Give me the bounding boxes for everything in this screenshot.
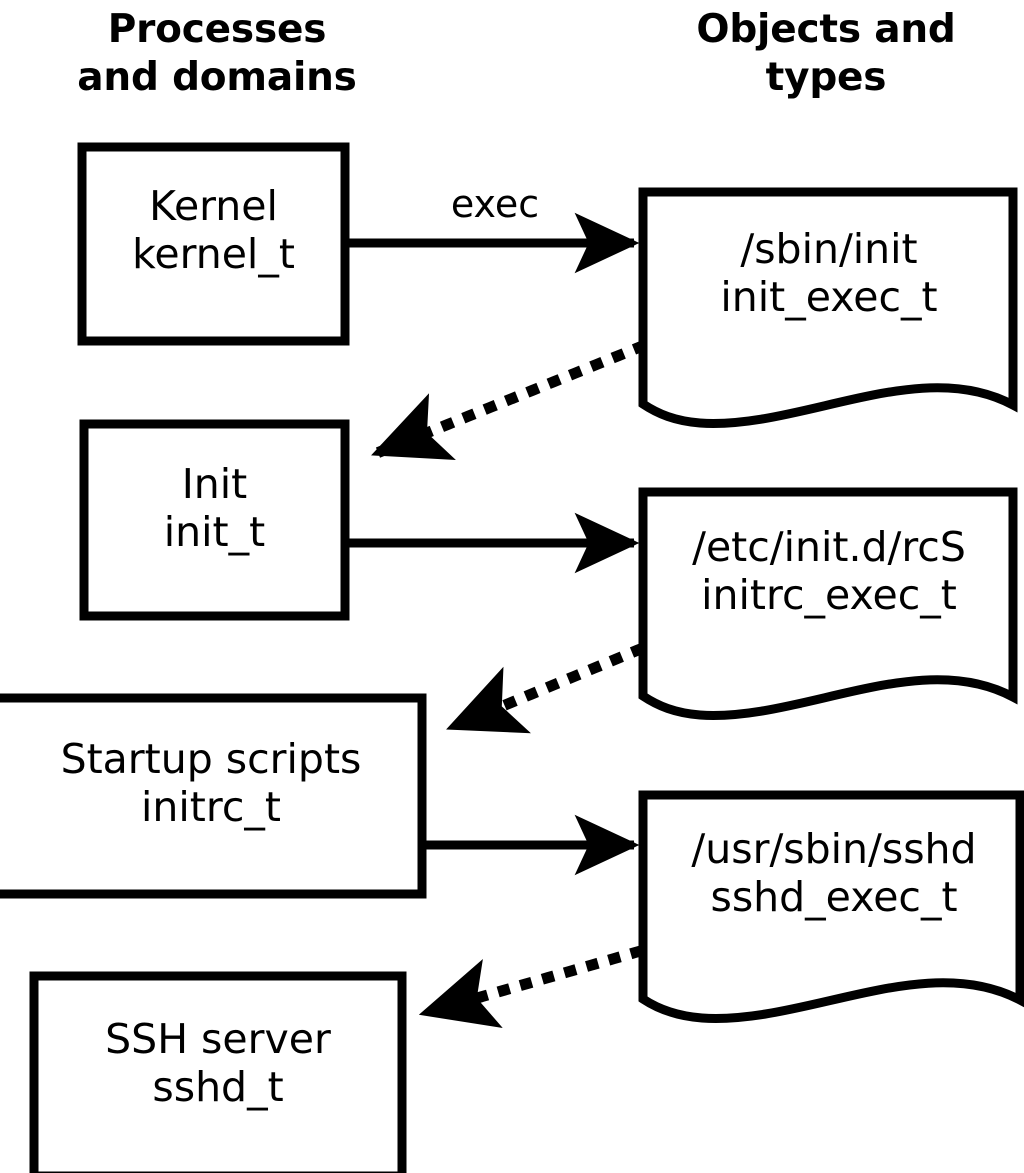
object-node-sshd-exec[interactable]: [638, 790, 1024, 1023]
object-node-initrc-exec[interactable]: [638, 487, 1018, 720]
process-node-kernel[interactable]: [77, 142, 350, 346]
object-node-init-exec[interactable]: [638, 187, 1018, 428]
edge-sshd-exec-transition-ssh-server: [418, 945, 644, 1029]
process-node-startup-scripts[interactable]: [0, 693, 427, 899]
edge-label-exec: exec: [450, 182, 540, 226]
column-header-processes-and-domains: Processes and domains: [77, 7, 357, 100]
column-header-objects-and-types: Objects and types: [696, 7, 956, 100]
edge-init-exec-transition-init: [369, 339, 648, 461]
process-node-ssh-server[interactable]: [29, 971, 407, 1173]
process-node-init[interactable]: [79, 419, 350, 621]
edge-initrc-exec-transition-startup-scripts: [444, 642, 646, 735]
